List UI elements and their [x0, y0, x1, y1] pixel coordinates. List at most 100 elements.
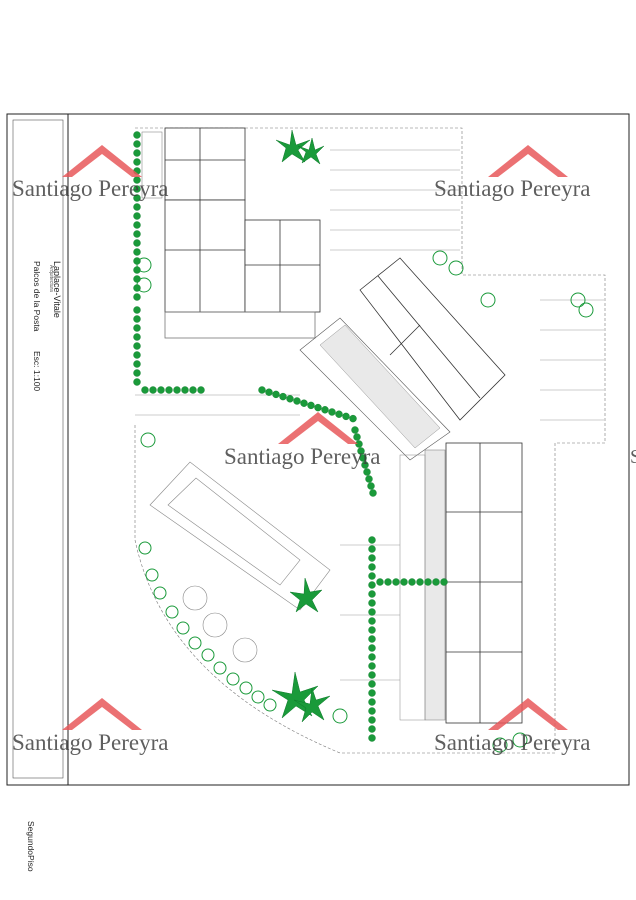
hedge-shrub [133, 360, 141, 368]
watermark-roof-icon [62, 145, 142, 177]
hedge-shrub [189, 386, 197, 394]
tree-outline [136, 257, 152, 273]
project-name: Palcos de la Posta [32, 261, 42, 332]
hedge-shrub [363, 468, 371, 476]
hedge-shrub [133, 342, 141, 350]
hedge-shrub [368, 716, 376, 724]
watermark-roof-icon [488, 698, 568, 730]
hedge-shrub [368, 635, 376, 643]
hedge-shrub [133, 248, 141, 256]
architect-subtitle: Arquitectura [48, 265, 54, 292]
hedge-shrub [157, 386, 165, 394]
hedge-shrub [368, 599, 376, 607]
hedge-shrub [368, 536, 376, 544]
tree-outline [201, 648, 215, 662]
hedge-shrub [408, 578, 416, 586]
hedge-shrub [367, 482, 375, 490]
tree-outline [188, 636, 202, 650]
hedge-shrub [368, 608, 376, 616]
hedge-shrub [400, 578, 408, 586]
hedge-shrub [376, 578, 384, 586]
tree-outline [432, 250, 448, 266]
hedge-shrub [173, 386, 181, 394]
hedge-shrub [133, 239, 141, 247]
watermark-text: Santiago Pereyra [434, 176, 591, 201]
hedge-shrub [133, 315, 141, 323]
watermark-text: Santiago Pereyra [224, 444, 381, 469]
watermark-text: Santiago Pereyra [434, 730, 591, 755]
tree-outline [448, 260, 464, 276]
hedge-shrub [181, 386, 189, 394]
hedge-shrub [133, 140, 141, 148]
watermark-text: Santiago Pereyra [12, 730, 169, 755]
hedge-shrub [300, 399, 308, 407]
hedge-shrub [314, 403, 322, 412]
hedge-shrub [351, 426, 359, 434]
tree-outline [332, 708, 348, 724]
tree-outline [512, 732, 528, 748]
hedge-shrub [368, 563, 376, 571]
hedge-shrub [368, 680, 376, 688]
hedge-shrub [368, 581, 376, 589]
watermark-roof-icon [62, 698, 142, 730]
hedge-shrub [307, 401, 315, 410]
hedge-shrub [133, 324, 141, 332]
hedge-shrub [293, 397, 301, 405]
watermark-roof-icon [278, 412, 358, 444]
tree-outline [480, 292, 496, 308]
edge-watermark-text: S [630, 446, 636, 468]
hedge-shrub [349, 414, 357, 423]
watermark-roof-icon [488, 145, 568, 177]
hedge-shrub [424, 578, 432, 586]
hedge-shrub [369, 489, 377, 497]
hedge-shrub [133, 203, 141, 211]
building-top-left [141, 127, 321, 339]
hedge-shrub [368, 698, 376, 706]
hedge-shrub [165, 386, 173, 394]
parking-top [330, 149, 604, 421]
tree-outline [140, 432, 156, 448]
tree-outline [263, 698, 277, 712]
hedge-shrub [133, 230, 141, 238]
hedge-shrub [368, 734, 376, 742]
hedge-shrub [265, 388, 273, 396]
hedge-shrub [368, 725, 376, 733]
hedge-shrub [368, 590, 376, 598]
trees [133, 131, 594, 753]
building-diagonal [299, 257, 506, 461]
pool-area [149, 461, 331, 663]
hedge-shrub [133, 293, 141, 301]
hedge-shrub [359, 454, 367, 462]
floor-label: SegundoPiso [26, 821, 36, 872]
building-right [399, 442, 523, 724]
hedge-shrub [133, 158, 141, 166]
tree-outline [176, 621, 190, 635]
hedge-shrub [197, 386, 205, 394]
tree-outline [251, 690, 265, 704]
hedge-shrub [258, 386, 266, 394]
hedge-shrub [286, 395, 294, 403]
tree-outline [578, 302, 594, 318]
tree-outline [213, 661, 227, 675]
hedge-shrub [133, 369, 141, 377]
hedge-shrub [133, 221, 141, 229]
tree-outline [570, 292, 586, 308]
hedge-shrub [342, 412, 350, 421]
hedge-shrub [368, 572, 376, 580]
hedge-shrub [149, 386, 157, 394]
hedge-shrub [368, 671, 376, 679]
tree-outline [226, 672, 240, 686]
tree-outline [145, 568, 159, 582]
hedge-shrub [133, 131, 141, 139]
hedge-shrub [353, 433, 361, 441]
tree-outline [138, 541, 152, 555]
watermark-text: Santiago Pereyra [12, 176, 169, 201]
hedge-shrub [368, 689, 376, 697]
hedge-shrub [133, 351, 141, 359]
hedge-shrub [365, 475, 373, 483]
hedge-shrub [133, 185, 141, 193]
drawing-scale: Esc: 1:100 [32, 351, 42, 392]
hedge-shrub [440, 578, 448, 586]
hedge-shrub [133, 212, 141, 220]
hedge-shrub [368, 707, 376, 715]
